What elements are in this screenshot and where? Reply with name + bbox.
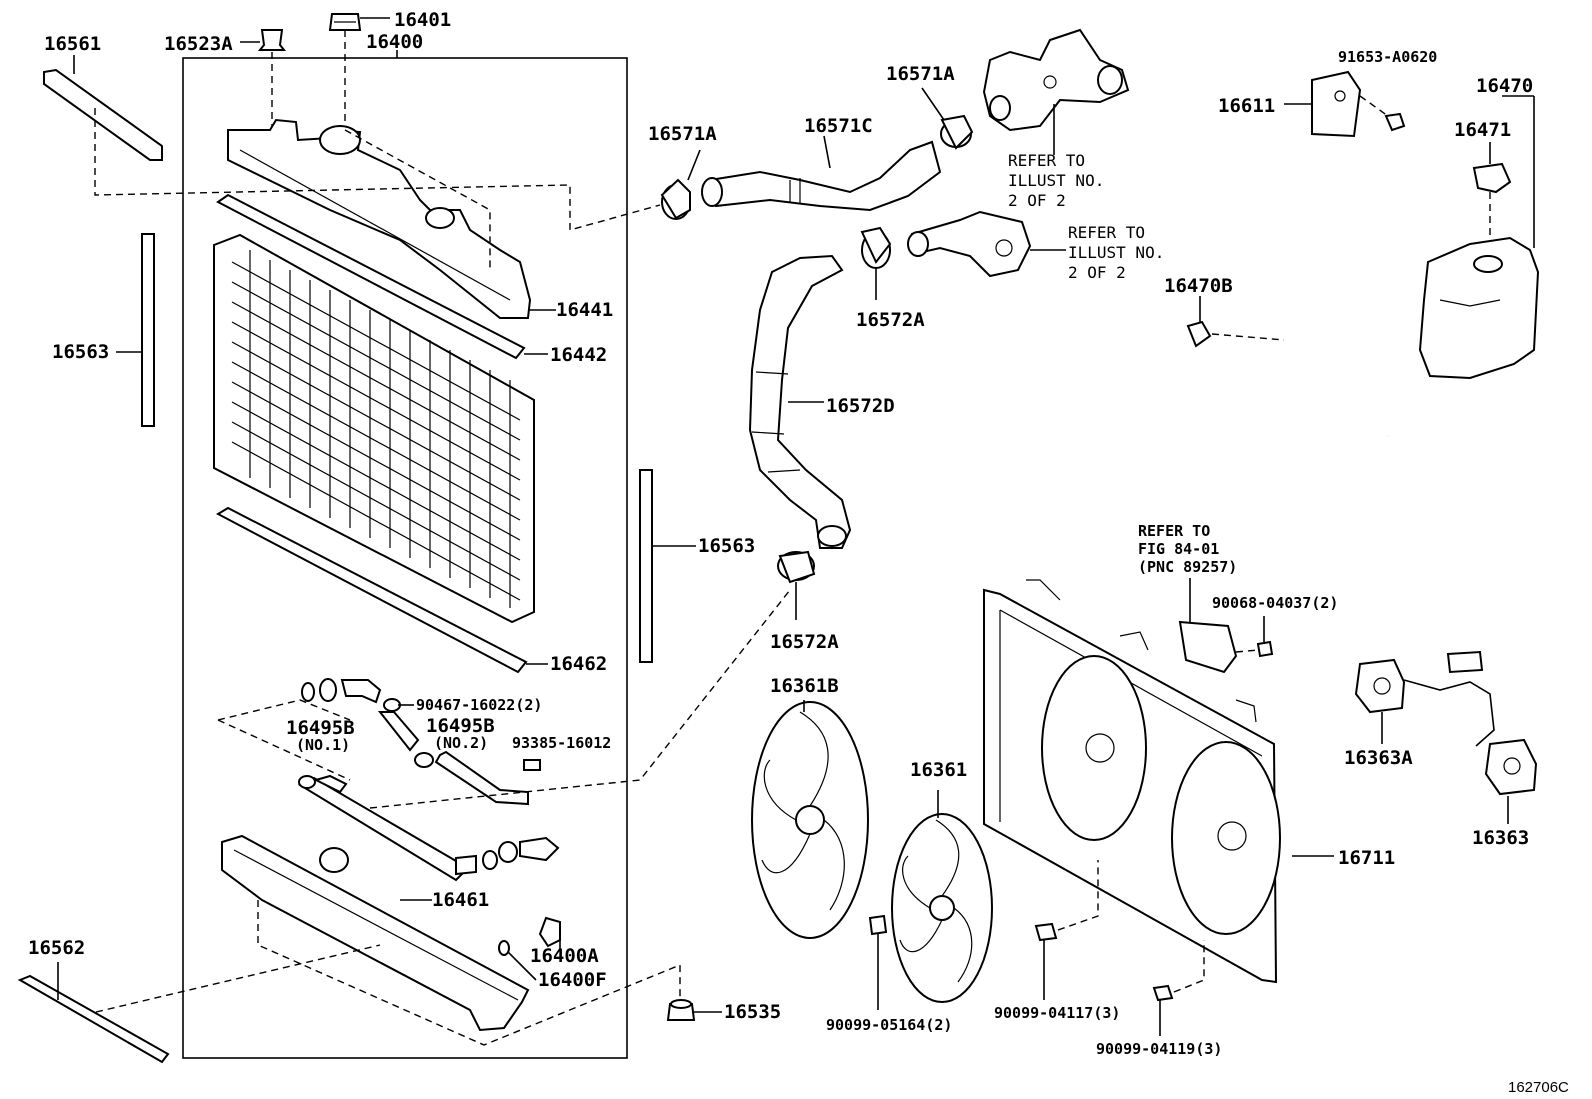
callout-16400F: 16400F	[538, 969, 607, 991]
callout-16572A-bottom: 16572A	[770, 631, 839, 653]
callout-90068-04037: 90068-04037(2)	[1212, 594, 1338, 612]
callout-16523A: 16523A	[164, 33, 233, 55]
fan-relay[interactable]	[1178, 620, 1238, 674]
coolant-reservoir-tank[interactable]	[1418, 236, 1540, 380]
callout-16562: 16562	[28, 937, 85, 959]
callout-93385-16012: 93385-16012	[512, 734, 611, 752]
callout-16611: 16611	[1218, 95, 1275, 117]
refer-note-fig-line1: REFER TO	[1138, 522, 1210, 540]
radiator-side-seal-right[interactable]	[639, 469, 653, 663]
radiator-support-seal-lower[interactable]	[17, 974, 170, 1064]
callout-16495B-no1: 16495B	[286, 717, 355, 739]
drain-cock-gasket[interactable]	[498, 940, 510, 956]
callout-91653-A0620: 91653-A0620	[1338, 48, 1437, 66]
radiator-grommet[interactable]	[666, 999, 696, 1021]
diagram-id: 162706C	[1508, 1079, 1569, 1096]
radiator-upper-hose[interactable]	[701, 140, 942, 212]
callout-16572D: 16572D	[826, 395, 895, 417]
callout-16462: 16462	[550, 653, 607, 675]
hose-clamp-clip[interactable]	[1186, 320, 1212, 348]
callout-16363A: 16363A	[1344, 747, 1413, 769]
callout-16363: 16363	[1472, 827, 1529, 849]
callout-16571A-left: 16571A	[648, 123, 717, 145]
drain-cock[interactable]	[538, 916, 561, 948]
callout-16461: 16461	[432, 889, 489, 911]
refer-note-upper-line1: REFER TO	[1008, 151, 1085, 170]
refer-note-lower-line3: 2 OF 2	[1068, 263, 1126, 282]
reservoir-hose[interactable]	[1281, 170, 1481, 438]
relay-bolt[interactable]	[1256, 640, 1274, 658]
callout-16535: 16535	[724, 1001, 781, 1023]
callout-90099-04119: 90099-04119(3)	[1096, 1040, 1222, 1058]
callout-16563-left: 16563	[52, 341, 109, 363]
callout-16442: 16442	[550, 344, 607, 366]
refer-note-fig-line2: FIG 84-01	[1138, 540, 1219, 558]
callout-16401: 16401	[394, 9, 451, 31]
oil-cooler-hose-parts[interactable]	[301, 678, 541, 806]
radiator-cap[interactable]	[328, 13, 390, 130]
fan-shroud[interactable]	[983, 579, 1281, 984]
radiator-lower-hose[interactable]	[748, 254, 852, 549]
radiator-core[interactable]	[213, 233, 535, 624]
callout-16361B: 16361B	[770, 675, 839, 697]
callout-16571A-top: 16571A	[886, 63, 955, 85]
callout-16400: 16400	[366, 31, 423, 53]
refer-note-upper-line3: 2 OF 2	[1008, 191, 1066, 210]
upper-hose-clamp-right[interactable]	[940, 114, 974, 150]
lower-hose-clamp-upper[interactable]	[860, 226, 892, 269]
fan-nut[interactable]	[868, 914, 888, 936]
refer-note-lower-line1: REFER TO	[1068, 223, 1145, 242]
reservoir-bolt[interactable]	[1384, 112, 1406, 132]
radiator-side-seal-left[interactable]	[141, 233, 155, 427]
oil-cooler-pipe[interactable]	[297, 774, 560, 882]
fan-motor-16363[interactable]	[1484, 738, 1538, 796]
reservoir-bracket[interactable]	[1311, 70, 1362, 138]
callout-16572A-top: 16572A	[856, 309, 925, 331]
callout-16495B-no1-sub: (NO.1)	[296, 736, 350, 754]
shroud-bolt-04119[interactable]	[1152, 984, 1174, 1002]
reservoir-cap[interactable]	[1472, 162, 1512, 240]
callout-90467-16022: 90467-16022(2)	[416, 696, 542, 714]
callout-90099-05164: 90099-05164(2)	[826, 1016, 952, 1034]
refer-note-upper-line2: ILLUST NO.	[1008, 171, 1104, 190]
refer-note-fig-line3: (PNC 89257)	[1138, 558, 1237, 576]
radiator-support-seal-upper[interactable]	[43, 68, 163, 161]
fan-motor-16363A[interactable]	[1354, 650, 1495, 747]
fan-16361B[interactable]	[751, 701, 869, 939]
refer-note-lower-line2: ILLUST NO.	[1068, 243, 1164, 262]
radiator-upper-tank[interactable]	[227, 118, 532, 319]
callout-16495B-no2: 16495B	[426, 715, 495, 737]
water-outlet-housing[interactable]	[982, 28, 1130, 132]
lower-tank-gasket[interactable]	[215, 506, 528, 674]
callout-16361: 16361	[910, 759, 967, 781]
fan-16361[interactable]	[891, 813, 993, 1003]
callout-16441: 16441	[556, 299, 613, 321]
callout-16571C: 16571C	[804, 115, 873, 137]
lower-hose-clamp-lower[interactable]	[777, 550, 816, 584]
callout-16563-mid: 16563	[698, 535, 755, 557]
callout-16561: 16561	[44, 33, 101, 55]
callout-16495B-no2-sub: (NO.2)	[434, 734, 488, 752]
shroud-bolt-04117[interactable]	[1034, 922, 1058, 942]
upper-hose-clamp-left[interactable]	[660, 178, 691, 220]
callout-16470: 16470	[1476, 75, 1533, 97]
water-inlet-pipe[interactable]	[907, 210, 1032, 278]
radiator-assembly-frame	[182, 57, 628, 1059]
radiator-lower-tank[interactable]	[221, 834, 530, 1032]
callout-16470B: 16470B	[1164, 275, 1233, 297]
upper-tank-gasket[interactable]	[216, 193, 526, 360]
callout-16471: 16471	[1454, 119, 1511, 141]
callout-16711: 16711	[1338, 847, 1395, 869]
callout-90099-04117: 90099-04117(3)	[994, 1004, 1120, 1022]
callout-16400A: 16400A	[530, 945, 599, 967]
